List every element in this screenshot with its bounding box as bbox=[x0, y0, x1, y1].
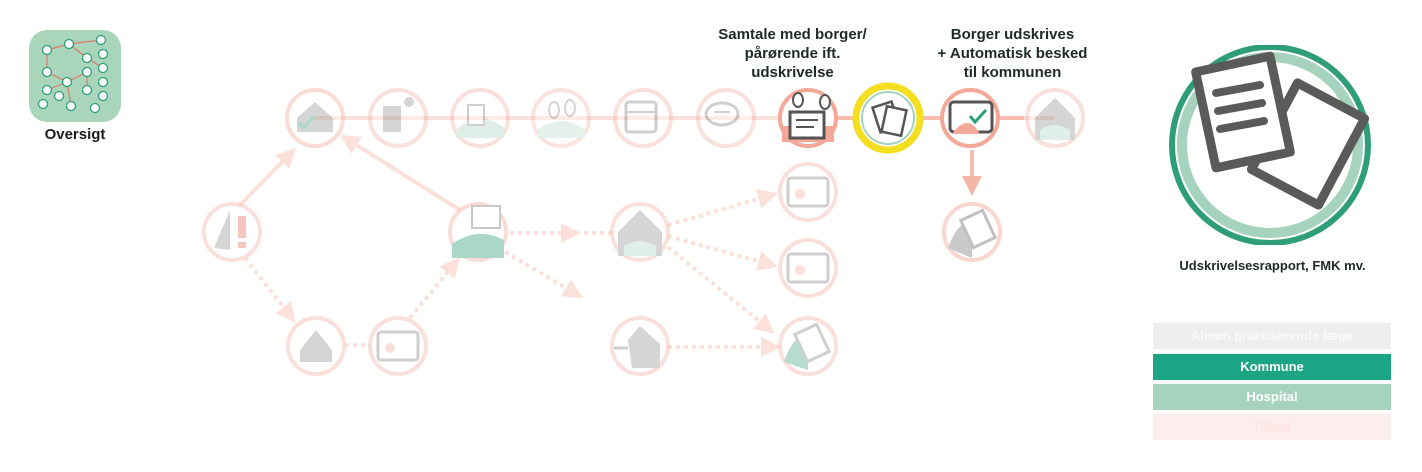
overview-button[interactable] bbox=[29, 30, 121, 122]
node-document-person-2[interactable] bbox=[942, 202, 1002, 262]
overview-label: Oversigt bbox=[44, 126, 106, 143]
node-conversation[interactable] bbox=[778, 88, 838, 148]
node-warning[interactable] bbox=[202, 202, 262, 262]
node-id-card[interactable] bbox=[368, 316, 428, 376]
legend-item-kommune[interactable]: Kommune bbox=[1153, 354, 1391, 380]
node-patients-pair[interactable] bbox=[531, 88, 591, 148]
network-map-icon bbox=[37, 34, 109, 114]
documents-stack-icon bbox=[1169, 45, 1371, 245]
node-calendar[interactable] bbox=[613, 88, 673, 148]
legend-item-tilbud[interactable]: Tilbud bbox=[1153, 414, 1391, 440]
header-samtale: Samtale med borger/ pårørende ift. udskr… bbox=[718, 26, 867, 81]
process-flow-diagram bbox=[202, 82, 1085, 376]
node-doctor-consult[interactable] bbox=[448, 202, 508, 262]
node-card-question[interactable] bbox=[778, 238, 838, 298]
legend-item-almen-praksis[interactable]: Almen praktiserende læge bbox=[1153, 323, 1391, 349]
node-ambulance[interactable] bbox=[286, 316, 346, 376]
node-home-care[interactable] bbox=[610, 202, 670, 262]
node-chat[interactable] bbox=[696, 88, 756, 148]
detail-label: Udskrivelsesrapport, FMK mv. bbox=[1179, 258, 1366, 273]
node-document-person[interactable] bbox=[778, 316, 838, 376]
node-home-checklist[interactable] bbox=[285, 88, 345, 148]
node-hospital-people[interactable] bbox=[368, 88, 428, 148]
node-calculator-people[interactable] bbox=[450, 88, 510, 148]
node-enter-home[interactable] bbox=[610, 316, 670, 376]
node-home-return[interactable] bbox=[1025, 88, 1085, 148]
node-notify-municipality[interactable] bbox=[940, 88, 1000, 148]
header-udskrives: Borger udskrives + Automatisk besked til… bbox=[937, 26, 1088, 81]
node-card-a[interactable] bbox=[778, 162, 838, 222]
legend-item-hospital[interactable]: Hospital bbox=[1153, 384, 1391, 410]
node-discharge-report-selected[interactable] bbox=[852, 82, 924, 154]
